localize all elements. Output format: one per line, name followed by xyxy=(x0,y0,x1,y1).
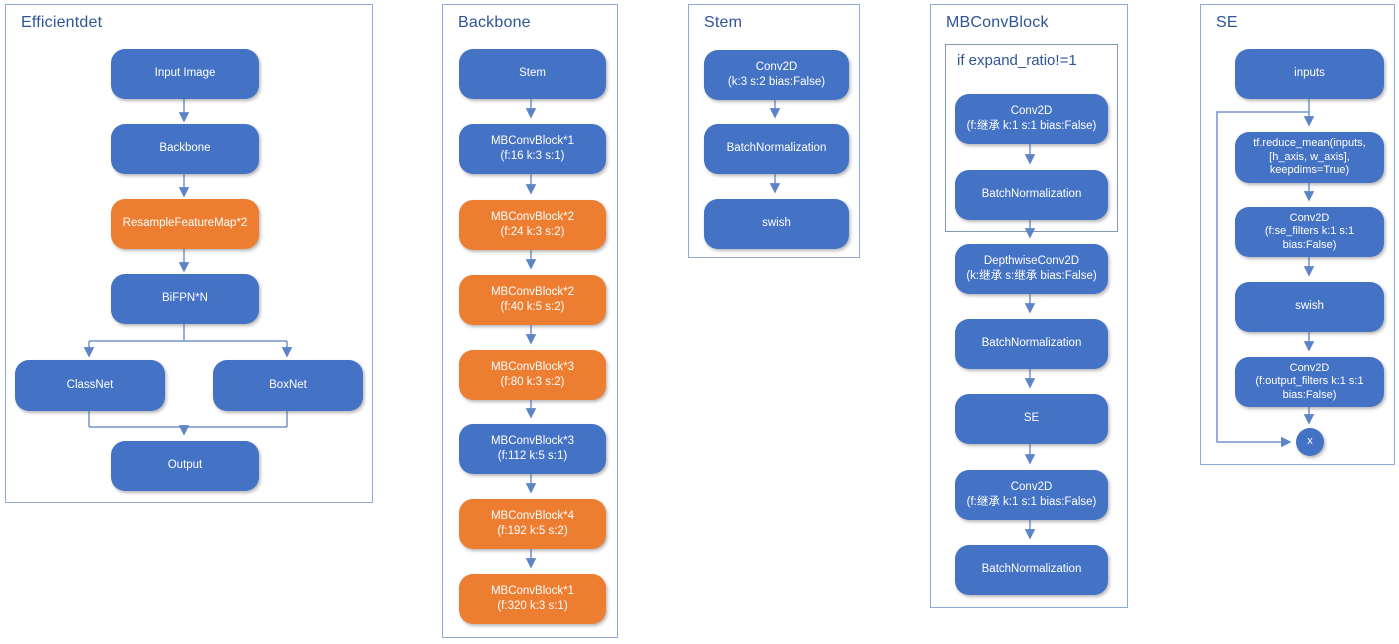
panel-title-efficientdet: Efficientdet xyxy=(21,14,103,31)
node-classnet: ClassNet xyxy=(15,360,165,411)
panel-stem: Stem Conv2D (k:3 s:2 bias:False) BatchNo… xyxy=(688,4,860,258)
panel-se: SE inputs tf.reduce_mean(inputs, [h_axis… xyxy=(1200,4,1395,465)
panel-title-mbconvblock: MBConvBlock xyxy=(946,14,1049,31)
panel-title-stem: Stem xyxy=(704,14,743,31)
node-mb-batchnorm-3: BatchNormalization xyxy=(955,545,1108,595)
panel-title-se: SE xyxy=(1216,14,1238,31)
node-stem: Stem xyxy=(459,49,606,99)
panel-title-backbone: Backbone xyxy=(458,14,531,31)
node-mb-se: SE xyxy=(955,394,1108,444)
node-se-reduce-mean: tf.reduce_mean(inputs, [h_axis, w_axis],… xyxy=(1235,132,1384,183)
node-mb-batchnorm-2: BatchNormalization xyxy=(955,319,1108,369)
panel-backbone: Backbone Stem MBConvBlock*1 (f:16 k:3 s:… xyxy=(442,4,618,638)
node-stem-conv2d: Conv2D (k:3 s:2 bias:False) xyxy=(704,50,849,100)
node-mb-project-conv2d: Conv2D (f:继承 k:1 s:1 bias:False) xyxy=(955,470,1108,520)
condition-label: if expand_ratio!=1 xyxy=(957,52,1077,69)
node-output: Output xyxy=(111,441,259,491)
node-resample-feature-map: ResampleFeatureMap*2 xyxy=(111,199,259,249)
node-mbconv-f16: MBConvBlock*1 (f:16 k:3 s:1) xyxy=(459,124,606,174)
node-stem-batchnorm: BatchNormalization xyxy=(704,124,849,174)
node-mb-expand-conv2d: Conv2D (f:继承 k:1 s:1 bias:False) xyxy=(955,94,1108,144)
node-se-multiply: x xyxy=(1296,428,1324,456)
node-mb-expand-batchnorm: BatchNormalization xyxy=(955,170,1108,220)
node-stem-swish: swish xyxy=(704,199,849,249)
node-input-image: Input Image xyxy=(111,49,259,99)
panel-mbconvblock: MBConvBlock if expand_ratio!=1 Conv2D (f… xyxy=(930,4,1128,608)
node-mbconv-f320: MBConvBlock*1 (f:320 k:3 s:1) xyxy=(459,574,606,624)
node-mbconv-f24: MBConvBlock*2 (f:24 k:3 s:2) xyxy=(459,200,606,250)
node-boxnet: BoxNet xyxy=(213,360,363,411)
node-se-swish: swish xyxy=(1235,282,1384,332)
node-mbconv-f112: MBConvBlock*3 (f:112 k:5 s:1) xyxy=(459,424,606,474)
node-bifpn: BiFPN*N xyxy=(111,274,259,324)
node-mbconv-f192: MBConvBlock*4 (f:192 k:5 s:2) xyxy=(459,499,606,549)
node-backbone: Backbone xyxy=(111,124,259,174)
panel-efficientdet: Efficientdet Input Image Backbone Resamp… xyxy=(5,4,373,503)
node-mb-depthwise-conv2d: DepthwiseConv2D (k:继承 s:继承 bias:False) xyxy=(955,244,1108,294)
node-se-inputs: inputs xyxy=(1235,49,1384,99)
node-mbconv-f80: MBConvBlock*3 (f:80 k:3 s:2) xyxy=(459,350,606,400)
node-se-conv2d-expand: Conv2D (f:output_filters k:1 s:1 bias:Fa… xyxy=(1235,357,1384,407)
node-mbconv-f40: MBConvBlock*2 (f:40 k:5 s:2) xyxy=(459,275,606,325)
node-se-conv2d-reduce: Conv2D (f:se_filters k:1 s:1 bias:False) xyxy=(1235,207,1384,257)
